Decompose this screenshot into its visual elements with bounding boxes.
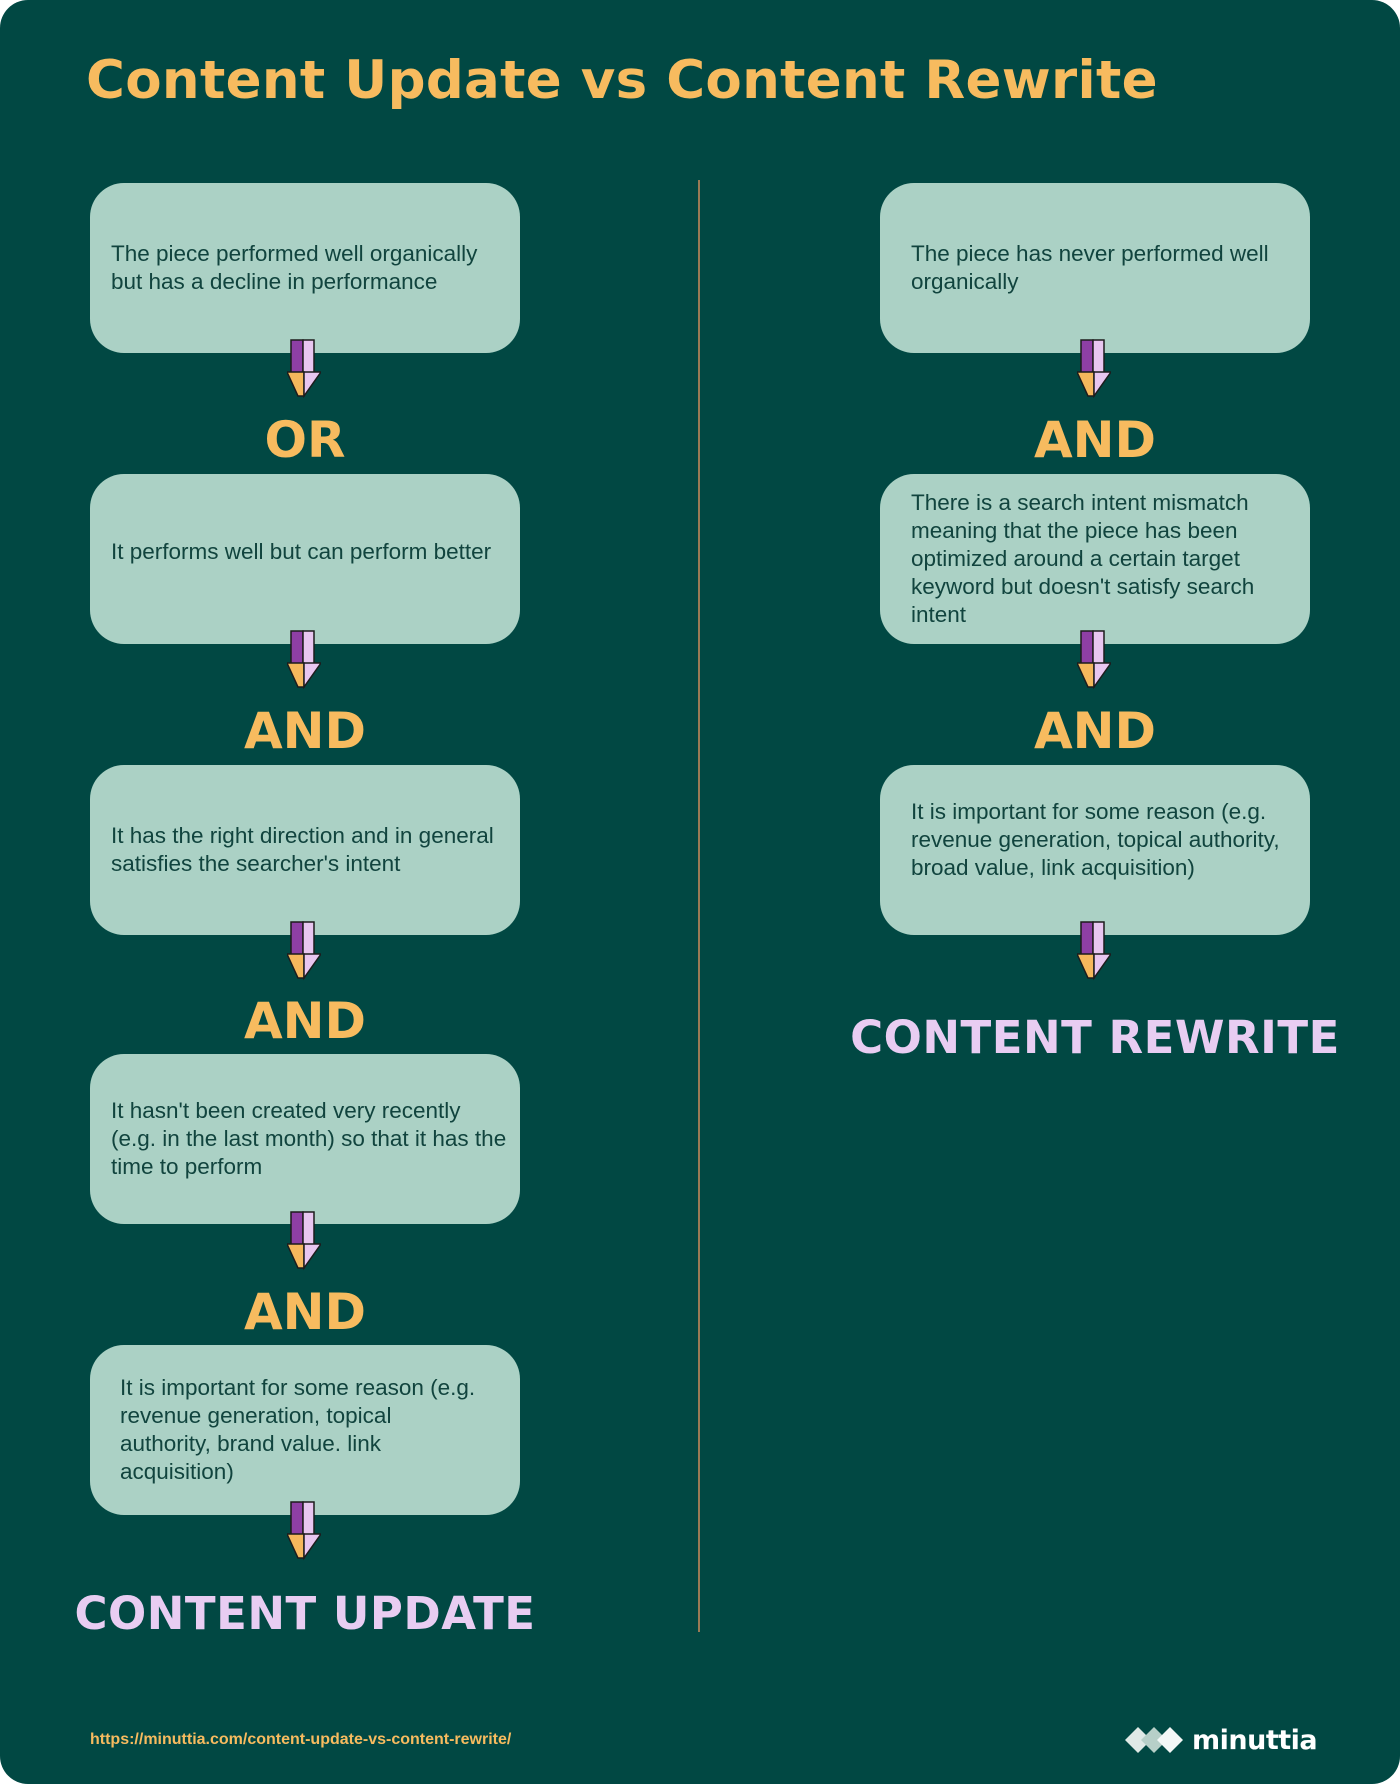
down-arrow-icon	[287, 339, 321, 399]
right-box-1: The piece has never performed well organ…	[880, 183, 1310, 353]
left-box-1-text: The piece performed well organically but…	[111, 241, 478, 294]
right-box-2: There is a search intent mismatch meanin…	[880, 474, 1310, 644]
left-box-2-text: It performs well but can perform better	[111, 538, 492, 564]
left-box-2: It performs well but can perform better	[90, 474, 520, 644]
left-box-4-text: It hasn't been created very recently (e.…	[111, 1098, 507, 1179]
down-arrow-icon	[287, 1211, 321, 1271]
left-box-4: It hasn't been created very recently (e.…	[90, 1054, 520, 1224]
connector-and: AND	[243, 1283, 367, 1341]
left-box-3: It has the right direction and in genera…	[90, 765, 520, 935]
page-title: Content Update vs Content Rewrite	[86, 50, 1158, 111]
right-box-3-text: It is important for some reason (e.g. re…	[911, 799, 1280, 880]
brand-name: minuttia	[1192, 1724, 1318, 1756]
outcome-content-update: CONTENT UPDATE	[74, 1587, 536, 1640]
down-arrow-icon	[1077, 630, 1111, 690]
source-url[interactable]: https://minuttia.com/content-update-vs-c…	[90, 1731, 512, 1748]
down-arrow-icon	[287, 1501, 321, 1561]
right-box-2-text: There is a search intent mismatch meanin…	[911, 490, 1255, 627]
left-box-3-text: It has the right direction and in genera…	[111, 823, 494, 876]
diamond-cluster-icon	[1125, 1727, 1183, 1753]
connector-and: AND	[243, 992, 367, 1050]
column-divider	[698, 180, 700, 1632]
left-box-5-text: It is important for some reason (e.g. re…	[120, 1375, 476, 1484]
right-box-1-text: The piece has never performed well organ…	[911, 241, 1269, 294]
outcome-content-rewrite: CONTENT REWRITE	[850, 1011, 1340, 1064]
connector-and: AND	[1033, 411, 1157, 469]
connector-or: OR	[264, 411, 346, 469]
connector-and: AND	[1033, 702, 1157, 760]
down-arrow-icon	[287, 630, 321, 690]
left-box-1: The piece performed well organically but…	[90, 183, 520, 353]
down-arrow-icon	[287, 921, 321, 981]
connector-and: AND	[243, 702, 367, 760]
right-box-3: It is important for some reason (e.g. re…	[880, 765, 1310, 935]
brand-logo: minuttia	[1124, 1722, 1318, 1758]
down-arrow-icon	[1077, 339, 1111, 399]
down-arrow-icon	[1077, 921, 1111, 981]
left-box-5: It is important for some reason (e.g. re…	[90, 1345, 520, 1515]
